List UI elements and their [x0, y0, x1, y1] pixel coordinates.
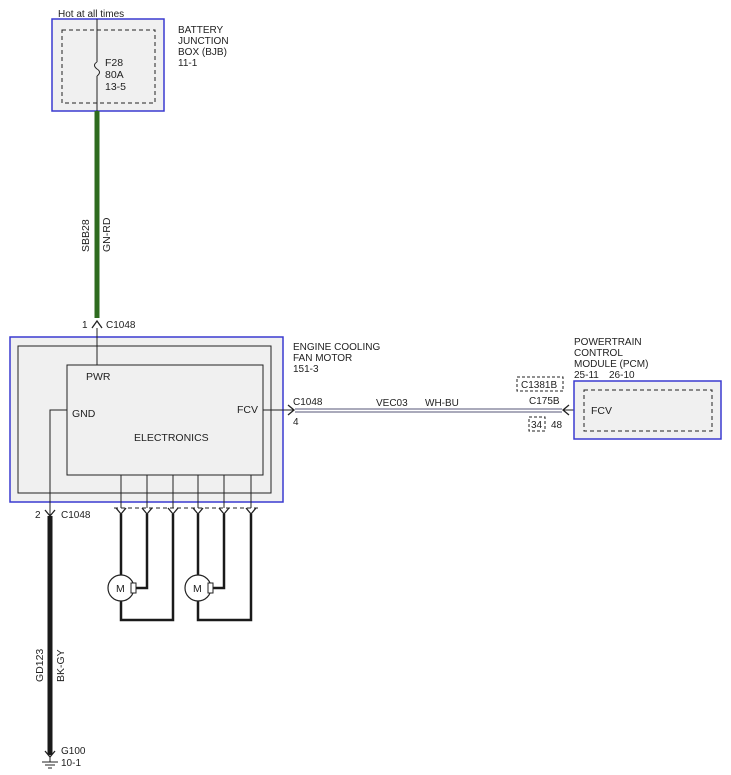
bjb-title-3: BOX (BJB) — [178, 47, 227, 58]
motor-leads — [120, 475, 252, 508]
signal-pin-right: 48 — [551, 420, 563, 431]
signal-connector-right: C175B — [529, 396, 560, 407]
fan-motor-inner-box — [17, 345, 272, 494]
ground-connector: C1048 — [61, 510, 91, 521]
signal-connector-left: C1048 — [293, 397, 323, 408]
fcv-label-motor: FCV — [237, 404, 258, 416]
pcm-fcv-label: FCV — [591, 405, 612, 417]
signal-pin-alt: 34 — [531, 420, 543, 431]
electronics-label: ELECTRONICS — [134, 432, 209, 444]
connector-c1048-pin1-icon — [91, 319, 103, 329]
pcm-title-2: CONTROL — [574, 348, 623, 359]
motor-1-symbol: M — [116, 583, 125, 595]
pcm-title-1: POWERTRAIN — [574, 337, 642, 348]
pcm-inner-dashed — [583, 389, 713, 432]
ground-circuit: GD123 — [34, 649, 46, 682]
power-pin-number: 1 — [82, 320, 88, 331]
motor-1: M — [107, 574, 137, 602]
ground-color: BK-GY — [55, 649, 67, 682]
signal-connector-alt: C1381B — [521, 380, 557, 391]
motor-wiring — [119, 514, 253, 622]
pcm-title-3: MODULE (PCM) — [574, 359, 648, 370]
pwr-label: PWR — [86, 371, 111, 383]
pcm-ref-b: 26-10 — [609, 370, 635, 381]
signal-pin-left: 4 — [293, 417, 299, 428]
power-connector: C1048 — [106, 320, 136, 331]
ground-symbol-icon — [42, 757, 58, 769]
gnd-label: GND — [72, 408, 96, 420]
pin34-dashed — [528, 416, 546, 432]
pcm-box — [573, 380, 722, 440]
power-wire-color: GN-RD — [101, 217, 113, 252]
fan-motor-ref: 151-3 — [293, 364, 319, 375]
bjb-title-2: JUNCTION — [178, 36, 229, 47]
motor-2: M — [184, 574, 214, 602]
bjb-hot-label: Hot at all times — [58, 9, 124, 20]
ground-name: G100 — [61, 746, 86, 757]
fuse-rating: 80A — [105, 69, 124, 81]
pcm-ref-a: 25-11 — [574, 370, 599, 381]
fan-motor-title-2: FAN MOTOR — [293, 353, 352, 364]
fuse-icon — [94, 61, 100, 77]
bjb-title-1: BATTERY — [178, 25, 224, 36]
motor-connector-pins — [115, 507, 257, 516]
fuse-ref: 13-5 — [105, 81, 126, 93]
ground-pin-number: 2 — [35, 510, 41, 521]
connector-c1048-pin4-icon — [287, 404, 296, 416]
gnd-internal-lead — [49, 409, 67, 516]
power-wire-circuit: SBB28 — [80, 219, 92, 252]
signal-circuit: VEC03 — [376, 398, 408, 409]
bjb-ref: 11-1 — [178, 58, 198, 69]
fuse-name: F28 — [105, 57, 123, 69]
bjb-inner-dashed — [61, 29, 156, 104]
electronics-box — [66, 364, 264, 476]
bjb-box — [51, 18, 165, 112]
ground-ref: 10-1 — [61, 758, 81, 769]
connector-c1381b-dashed — [516, 376, 564, 392]
motor-2-symbol: M — [193, 583, 202, 595]
signal-color: WH-BU — [425, 398, 459, 409]
fan-motor-title-1: ENGINE COOLING — [293, 342, 380, 353]
